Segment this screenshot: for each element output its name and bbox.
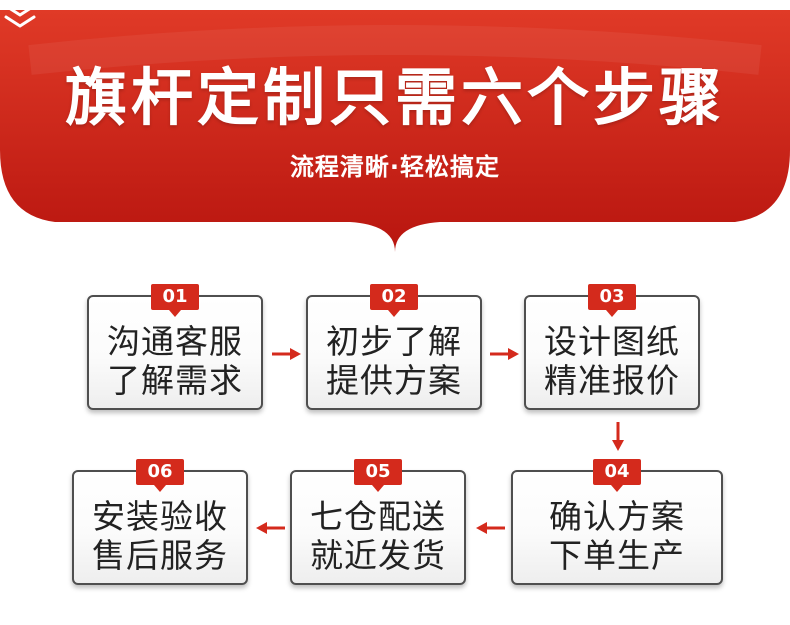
double-chevron-down-icon [4,4,36,28]
step-description: 精准报价 [544,361,680,400]
page-title: 旗杆定制只需六个步骤 [64,61,725,134]
banner-background [0,0,790,252]
arrow-left-icon [256,522,285,534]
step-number-badge: 05 [354,459,402,492]
header-banner: 旗杆定制只需六个步骤 流程清晰·轻松搞定 [0,0,790,255]
step-title: 初步了解 [326,322,462,361]
step-number-badge: 06 [136,459,184,492]
step-description: 就近发货 [310,536,446,575]
step-card-05: 05 七仓配送 就近发货 [290,459,466,585]
arrow-left-icon [476,522,505,534]
step-card-03: 03 设计图纸 精准报价 [524,284,700,410]
step-title: 七仓配送 [310,497,446,536]
page-subtitle: 流程清晰·轻松搞定 [289,153,501,181]
step-number-badge: 02 [370,284,418,317]
arrow-right-icon [490,348,519,360]
step-number-badge: 03 [588,284,636,317]
arrow-right-icon [272,348,301,360]
step-description: 提供方案 [326,361,462,400]
step-description: 下单生产 [549,536,685,575]
step-card-06: 06 安装验收 售后服务 [72,459,248,585]
step-title: 确认方案 [549,497,685,536]
step-card-04: 04 确认方案 下单生产 [511,459,723,585]
step-title: 沟通客服 [107,322,243,361]
step-number-badge: 01 [151,284,199,317]
step-title: 设计图纸 [544,322,680,361]
step-number-badge: 04 [593,459,641,492]
arrow-down-icon [612,422,624,451]
step-card-02: 02 初步了解 提供方案 [306,284,482,410]
step-description: 售后服务 [92,536,228,575]
step-description: 了解需求 [107,361,243,400]
step-title: 安装验收 [92,497,228,536]
step-card-01: 01 沟通客服 了解需求 [87,284,263,410]
